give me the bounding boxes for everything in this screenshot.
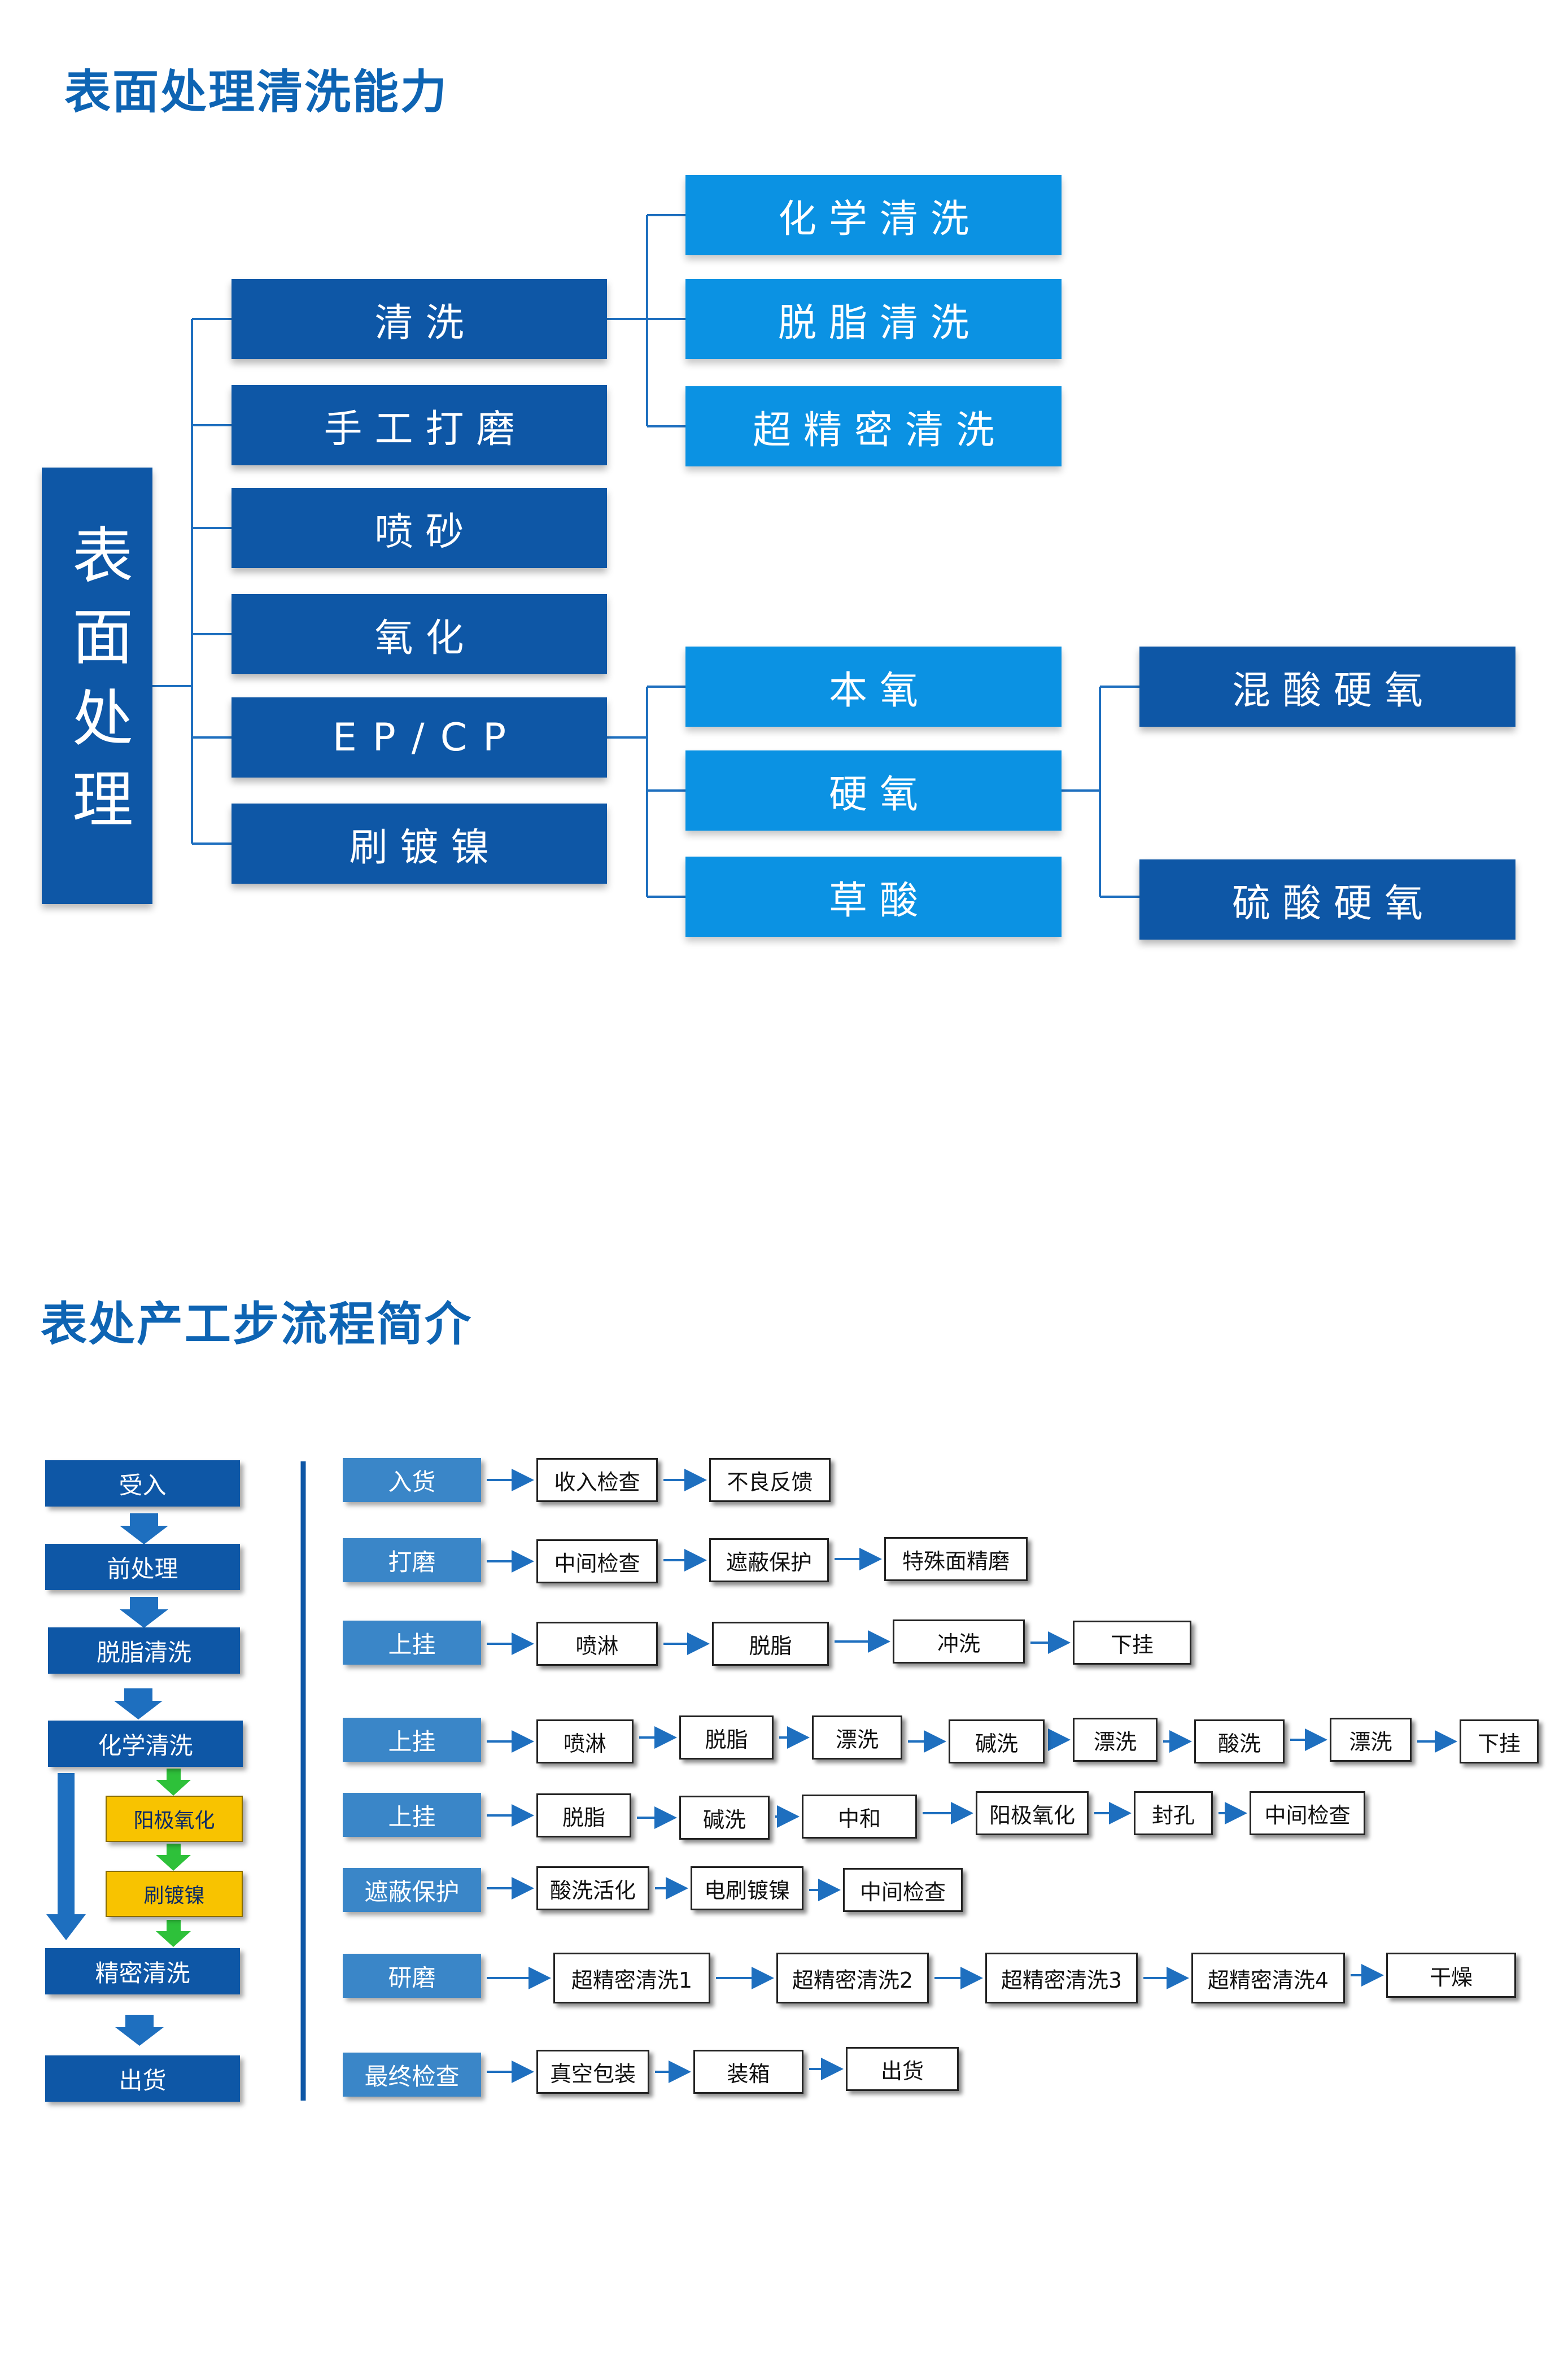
tree-connectors <box>151 214 1139 898</box>
node-mixed-acid-hard: 混酸硬氧 <box>1139 647 1515 727</box>
row4-step-5: 漂洗 <box>1073 1718 1158 1762</box>
row6-step-2: 电刷镀镍 <box>691 1866 803 1910</box>
row7-category: 研磨 <box>343 1954 481 1998</box>
row4-step-8: 下挂 <box>1460 1719 1539 1763</box>
row5-step-6: 中间检查 <box>1250 1791 1365 1835</box>
row2-category: 打磨 <box>343 1538 481 1582</box>
row7-step-1: 超精密清洗1 <box>553 1953 710 2003</box>
node-ultra-precision-cleaning: 超精密清洗 <box>685 386 1062 466</box>
row7-step-3: 超精密清洗3 <box>985 1953 1138 2003</box>
section1-title: 表面处理清洗能力 <box>64 66 449 119</box>
node-hard-anodize: 硬氧 <box>685 750 1062 831</box>
node-chemical-cleaning: 化学清洗 <box>685 175 1062 255</box>
row1-step-1: 收入检查 <box>536 1458 658 1502</box>
row5-step-5: 封孔 <box>1134 1791 1213 1835</box>
row7-step-5: 干燥 <box>1386 1953 1516 1998</box>
row4-step-2: 脱脂 <box>679 1715 774 1760</box>
node-manual-grinding: 手工打磨 <box>232 385 607 465</box>
left-flow-receive: 受入 <box>45 1460 240 1507</box>
root-node: 表面处理 <box>42 468 152 904</box>
node-epcp: EP/CP <box>232 697 607 778</box>
row7-step-2: 超精密清洗2 <box>776 1953 929 2003</box>
left-flow-precision-cleaning: 精密清洗 <box>45 1948 240 1994</box>
node-degreasing-cleaning: 脱脂清洗 <box>685 279 1062 359</box>
row8-step-2: 装箱 <box>693 2050 803 2094</box>
row4-step-4: 碱洗 <box>949 1719 1045 1763</box>
row4-step-1: 喷淋 <box>536 1719 634 1763</box>
row2-step-2: 遮蔽保护 <box>709 1538 829 1582</box>
node-sandblasting: 喷砂 <box>232 488 607 568</box>
left-flow-chemical-cleaning: 化学清洗 <box>48 1721 243 1767</box>
left-flow-brush-nickel: 刷镀镍 <box>106 1871 243 1917</box>
node-natural-anodize: 本氧 <box>685 647 1062 727</box>
root-label: 表面处理 <box>62 523 133 849</box>
row8-step-3: 出货 <box>846 2047 959 2091</box>
row5-step-2: 碱洗 <box>679 1796 770 1840</box>
row8-category: 最终检查 <box>343 2053 481 2097</box>
row2-step-3: 特殊面精磨 <box>884 1537 1028 1581</box>
row3-step-3: 冲洗 <box>893 1619 1025 1664</box>
row5-step-3: 中和 <box>802 1795 917 1839</box>
node-oxidation: 氧化 <box>232 594 607 674</box>
row6-category: 遮蔽保护 <box>343 1868 481 1912</box>
node-brush-nickel: 刷镀镍 <box>232 804 607 884</box>
row3-step-4: 下挂 <box>1073 1621 1191 1665</box>
row4-step-7: 漂洗 <box>1330 1718 1412 1762</box>
section2-title: 表处产工步流程简介 <box>41 1298 473 1351</box>
left-flow-pretreatment: 前处理 <box>45 1544 240 1590</box>
node-oxalic: 草酸 <box>685 857 1062 937</box>
node-cleaning: 清洗 <box>232 279 607 359</box>
node-sulfuric-hard: 硫酸硬氧 <box>1139 859 1515 940</box>
row3-category: 上挂 <box>343 1621 481 1665</box>
row4-step-6: 酸洗 <box>1194 1719 1285 1763</box>
row7-step-4: 超精密清洗4 <box>1191 1953 1345 2003</box>
row8-step-1: 真空包装 <box>536 2050 649 2094</box>
row3-step-1: 喷淋 <box>536 1622 658 1666</box>
left-flow-anodize: 阳极氧化 <box>106 1796 243 1842</box>
row3-step-2: 脱脂 <box>712 1622 829 1666</box>
row5-step-1: 脱脂 <box>536 1793 631 1837</box>
left-flow-shipping: 出货 <box>45 2055 240 2102</box>
row4-category: 上挂 <box>343 1718 481 1762</box>
row6-step-3: 中间检查 <box>843 1868 963 1912</box>
row5-category: 上挂 <box>343 1793 481 1837</box>
left-flow-degreasing: 脱脂清洗 <box>48 1627 240 1674</box>
row1-step-2: 不良反馈 <box>709 1458 831 1502</box>
row4-step-3: 漂洗 <box>812 1715 902 1760</box>
row1-category: 入货 <box>343 1458 481 1502</box>
row2-step-1: 中间检查 <box>536 1539 658 1583</box>
row6-step-1: 酸洗活化 <box>536 1866 649 1910</box>
row5-step-4: 阳极氧化 <box>976 1791 1089 1835</box>
